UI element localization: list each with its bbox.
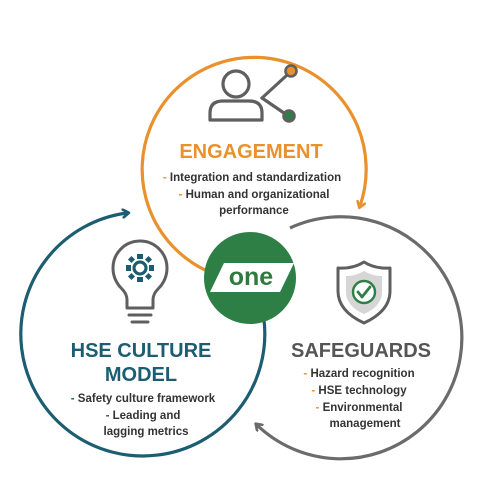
svg-text:- Integration and standardizat: - Integration and standardization	[163, 172, 341, 184]
safeguards-bullet-2: - HSE technology	[311, 385, 407, 397]
culture-bullet-2-text: Leading and	[113, 410, 181, 422]
culture-bullet-2: - Leading and lagging metrics	[104, 410, 189, 438]
svg-text:- Environmental: - Environmental	[316, 402, 403, 414]
safeguards-title: SAFEGUARDS	[291, 340, 431, 362]
safeguards-bullet-3-text-cont: management	[330, 418, 401, 430]
safeguards-bullet-3-text: Environmental	[323, 402, 403, 414]
engagement-title: ENGAGEMENT	[179, 141, 322, 163]
engagement-bullet-2-text-cont: performance	[219, 205, 289, 217]
svg-text:- HSE technology: - HSE technology	[311, 385, 407, 397]
center-badge: one	[204, 232, 296, 324]
engagement-bullet-2-text: Human and organizational	[186, 189, 330, 201]
culture-cycle-arc	[19, 213, 267, 458]
engagement-cycle-arc	[140, 55, 368, 272]
culture-title-line1: HSE CULTURE	[71, 340, 212, 362]
svg-text:- Leading and: - Leading and	[106, 410, 181, 422]
svg-text:- Human and organizational: - Human and organizational	[179, 189, 330, 201]
lightbulb-gear-teeth	[126, 254, 154, 282]
safeguards-bullet-1-text: Hazard recognition	[310, 368, 414, 380]
culture-title-line2: MODEL	[105, 364, 177, 386]
gear-hub	[132, 260, 148, 276]
shield-check-icon	[336, 260, 392, 325]
safeguards-bullet-3: - Environmental management	[316, 402, 403, 430]
safeguards-bullet-2-text: HSE technology	[318, 385, 407, 397]
culture-bullet-1: - Safety culture framework	[71, 393, 216, 405]
safeguards-cycle-arc	[257, 215, 464, 461]
culture-bullet-1-text: Safety culture framework	[78, 393, 216, 405]
engagement-bullet-1-text: Integration and standardization	[170, 172, 341, 184]
engagement-bullet-1: - Integration and standardization	[163, 172, 341, 184]
person-network-icon	[208, 64, 298, 123]
engagement-bullet-2: - Human and organizational performance	[179, 189, 330, 217]
safeguards-bullet-1: - Hazard recognition	[303, 368, 414, 380]
culture-bullet-2-text-cont: lagging metrics	[104, 426, 189, 438]
svg-text:- Safety culture framework: - Safety culture framework	[71, 393, 216, 405]
center-badge-label: one	[229, 263, 274, 291]
svg-text:- Hazard recognition: - Hazard recognition	[303, 368, 414, 380]
